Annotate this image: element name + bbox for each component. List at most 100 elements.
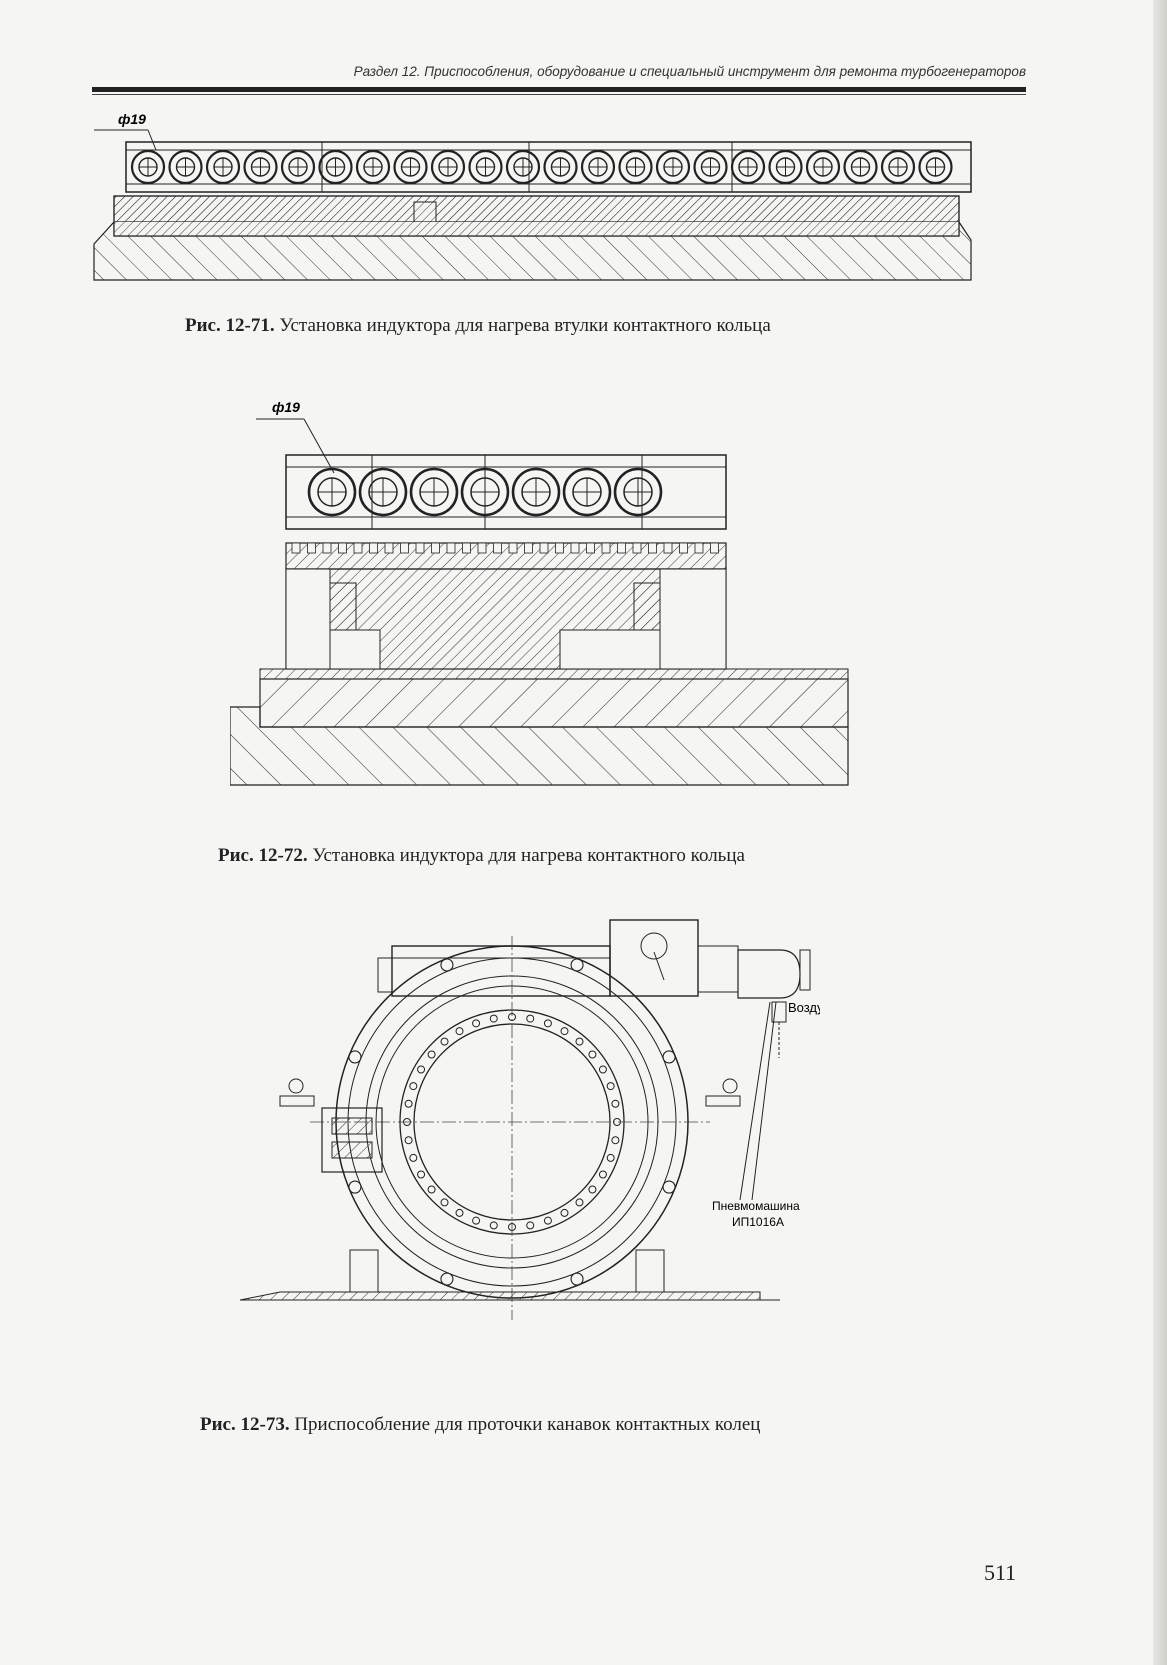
inductor-coil — [618, 149, 653, 185]
ring-bolt — [489, 1221, 498, 1230]
label-machine-model: ИП1016А — [732, 1215, 784, 1229]
ring-bolt — [427, 1050, 436, 1059]
ring-bolt — [606, 1082, 615, 1091]
callout-phi19: ф19 — [272, 399, 300, 415]
ring-tooth — [307, 542, 316, 554]
ring-bolt — [455, 1027, 464, 1036]
housing-bolt — [662, 1180, 676, 1194]
ring-tooth — [493, 542, 502, 554]
label-air: Воздух — [788, 1000, 820, 1015]
inductor-coil — [580, 149, 616, 185]
inductor-coil — [655, 149, 691, 185]
inductor-coil — [460, 467, 510, 517]
ring-tooth — [477, 542, 487, 554]
caption-12-71-text: Установка индуктора для нагрева втулки к… — [279, 315, 771, 336]
inductor-coil — [130, 149, 166, 185]
header-rule-thin — [92, 94, 1026, 95]
ring-bolt — [543, 1216, 552, 1225]
ring-tooth — [353, 542, 363, 554]
inductor-coil — [358, 467, 408, 517]
ring-bolt — [611, 1136, 620, 1145]
ring-tooth — [570, 542, 580, 554]
inductor-coil — [730, 149, 766, 185]
running-header: Раздел 12. Приспособления, оборудование … — [92, 64, 1026, 100]
ring-tooth — [338, 542, 347, 554]
ring-bolt — [472, 1019, 481, 1028]
housing-bolt — [440, 1272, 454, 1286]
ring-tooth — [555, 542, 564, 554]
inductor-coil — [280, 149, 316, 185]
ring-tooth — [539, 542, 549, 554]
ring-tooth — [679, 542, 688, 554]
ring-tooth — [694, 542, 704, 554]
caption-12-72-number: Рис. 12-72. — [218, 845, 308, 866]
inductor-coil — [511, 467, 561, 517]
ring-tooth — [446, 542, 456, 554]
callout-phi19: ф19 — [118, 111, 146, 127]
ring-bolt — [409, 1153, 418, 1162]
ring-tooth — [369, 542, 378, 554]
ring-tooth — [617, 542, 626, 554]
ring-bolt — [560, 1208, 569, 1217]
ring-bolt — [409, 1082, 418, 1091]
inductor-coil — [307, 467, 357, 517]
inductor-coil — [613, 467, 663, 517]
housing-bolt — [570, 958, 584, 972]
caption-12-71-number: Рис. 12-71. — [185, 315, 275, 336]
inductor-coil — [805, 149, 841, 185]
ring-bolt — [598, 1065, 607, 1074]
ring-tooth — [431, 542, 440, 554]
label-pneumatic-machine: Пневмомашина — [712, 1199, 800, 1213]
housing-bolt — [662, 1050, 676, 1064]
ring-bolt — [543, 1019, 552, 1028]
ring-bolt — [455, 1208, 464, 1217]
page-number: 511 — [984, 1560, 1017, 1585]
ring-bolt — [588, 1050, 597, 1059]
ring-bolt — [427, 1185, 436, 1194]
inductor-coil — [205, 149, 241, 185]
ring-tooth — [601, 542, 611, 554]
inductor-coil — [918, 149, 953, 185]
caption-12-72: Рис. 12-72. Установка индуктора для нагр… — [218, 845, 745, 867]
ring-bolt — [440, 1037, 449, 1046]
ring-tooth — [710, 542, 719, 554]
inductor-coil — [543, 149, 578, 185]
inductor-coil — [468, 149, 503, 185]
ring-bolt — [440, 1198, 449, 1207]
housing-bolt — [348, 1050, 362, 1064]
ring-tooth — [291, 542, 301, 554]
ring-tooth — [384, 542, 394, 554]
running-title: Раздел 12. Приспособления, оборудование … — [353, 64, 1026, 79]
inductor-coil — [505, 149, 541, 185]
ring-bolt — [575, 1198, 584, 1207]
ring-bolt — [404, 1136, 413, 1145]
ring-bolt — [560, 1027, 569, 1036]
inductor-coil — [430, 149, 466, 185]
ring-tooth — [462, 542, 471, 554]
caption-12-73-text: Приспособление для проточки канавок конт… — [294, 1414, 761, 1435]
inductor-coil — [355, 149, 391, 185]
figure-12-72-drawing: ф19 — [230, 399, 849, 786]
ring-tooth — [524, 542, 533, 554]
ring-tooth — [632, 542, 642, 554]
ring-tooth — [663, 542, 673, 554]
inductor-coil — [409, 467, 459, 517]
caption-12-73: Рис. 12-73. Приспособление для проточки … — [200, 1414, 760, 1436]
ring-bolt — [526, 1014, 535, 1023]
ring-bolt — [598, 1170, 607, 1179]
ring-tooth — [322, 542, 332, 554]
ring-tooth — [586, 542, 595, 554]
inductor-coil — [693, 149, 728, 185]
figure-12-71-drawing: ф19 — [93, 111, 972, 281]
ring-bolt — [417, 1170, 426, 1179]
header-rule — [92, 87, 1026, 92]
ring-bolt — [417, 1065, 426, 1074]
ring-bolt — [472, 1216, 481, 1225]
ring-tooth — [648, 542, 657, 554]
figure-12-73-drawing: Воздух Пневмомашина ИП1016А — [240, 919, 820, 1320]
caption-12-72-text: Установка индуктора для нагрева контактн… — [312, 845, 745, 866]
ring-bolt — [489, 1014, 498, 1023]
inductor-coil — [393, 149, 428, 185]
inductor-coil — [168, 149, 203, 185]
